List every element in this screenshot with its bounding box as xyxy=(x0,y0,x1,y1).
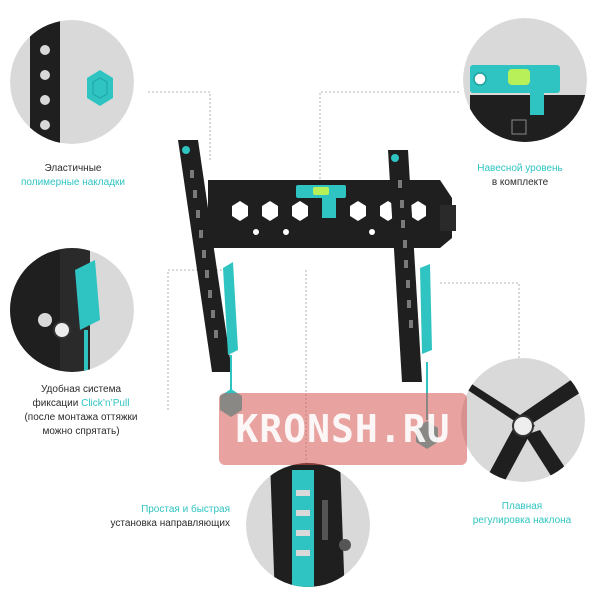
caption-clicknpull-line1: Удобная система xyxy=(40,384,122,395)
caption-pads-line2: полимерные накладки xyxy=(21,177,125,188)
caption-level-line2: в комплекте xyxy=(491,177,549,188)
detail-circle-level xyxy=(463,18,587,142)
tv-mount-bracket xyxy=(178,140,456,449)
caption-tilt-line1: Плавная xyxy=(501,501,543,512)
caption-guides-line1: Простая и быстрая xyxy=(141,504,230,515)
caption-clicknpull-line3: (после монтажа оттяжки xyxy=(24,412,138,423)
caption-pads: Эластичные полимерные накладки xyxy=(14,162,132,190)
caption-pads-line1: Эластичные xyxy=(44,163,102,174)
caption-clicknpull-line2: фиксации Click’n’Pull xyxy=(8,397,154,411)
watermark-box xyxy=(219,393,467,465)
caption-guides-line2: установка направляющих xyxy=(110,518,230,529)
caption-clicknpull-line4: можно спрятать) xyxy=(42,426,120,437)
caption-guides: Простая и быстрая установка направляющих xyxy=(80,503,230,531)
watermark-text: KRONSH.RU xyxy=(235,407,451,451)
caption-clicknpull-line2-prefix: фиксации xyxy=(32,398,82,409)
detail-circle-pads xyxy=(10,20,134,144)
detail-circle-guides xyxy=(246,463,370,587)
caption-level: Навесной уровень в комплекте xyxy=(450,162,590,190)
caption-tilt-line2: регулировка наклона xyxy=(472,515,572,526)
caption-clicknpull: Удобная система фиксации Click’n’Pull (п… xyxy=(8,383,154,439)
detail-circle-tilt xyxy=(461,358,585,482)
detail-circle-clicknpull xyxy=(10,248,134,372)
caption-clicknpull-line2-accent: Click’n’Pull xyxy=(81,398,130,409)
caption-level-line1: Навесной уровень xyxy=(477,163,563,174)
caption-tilt: Плавная регулировка наклона xyxy=(452,500,592,528)
